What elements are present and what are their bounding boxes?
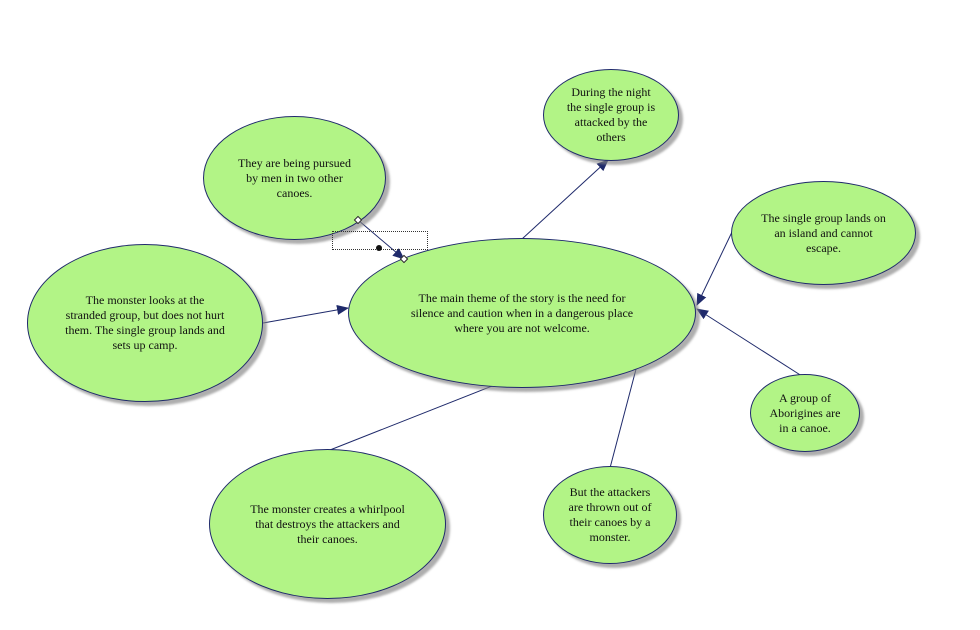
node-night-attack-text: During the night the single group is att… (566, 85, 656, 144)
connector-lower-right-to-center[interactable] (696, 308, 806, 379)
connector-left-to-center[interactable] (262, 304, 349, 324)
node-night-attack[interactable]: During the night the single group is att… (543, 69, 679, 161)
node-aborigines-canoe-text: A group of Aborigines are in a canoe. (769, 390, 841, 435)
connector-top-left-to-center[interactable] (357, 219, 405, 260)
node-aborigines-canoe[interactable]: A group of Aborigines are in a canoe. (750, 374, 860, 452)
connector-center-to-top-right[interactable] (521, 159, 609, 240)
node-main-theme-text: The main theme of the story is the need … (410, 290, 634, 335)
node-pursued-text: They are being pursued by men in two oth… (238, 155, 351, 200)
node-attackers-thrown[interactable]: But the attackers are thrown out of thei… (543, 466, 677, 564)
node-main-theme[interactable]: The main theme of the story is the need … (348, 238, 696, 388)
connector-right-to-center[interactable] (696, 231, 733, 306)
node-island-landing[interactable]: The single group lands on an island and … (731, 181, 916, 285)
node-attackers-thrown-text: But the attackers are thrown out of thei… (568, 485, 652, 544)
node-whirlpool-text: The monster creates a whirlpool that des… (250, 501, 405, 546)
node-island-landing-text: The single group lands on an island and … (761, 210, 886, 255)
node-monster-looks-text: The monster looks at the stranded group,… (65, 293, 225, 352)
connector-control-point[interactable] (376, 245, 382, 251)
node-monster-looks[interactable]: The monster looks at the stranded group,… (27, 244, 263, 402)
connector-bottom-right-to-center[interactable] (609, 353, 643, 469)
node-whirlpool[interactable]: The monster creates a whirlpool that des… (209, 449, 446, 599)
connector-bottom-left-to-center[interactable] (329, 374, 521, 451)
